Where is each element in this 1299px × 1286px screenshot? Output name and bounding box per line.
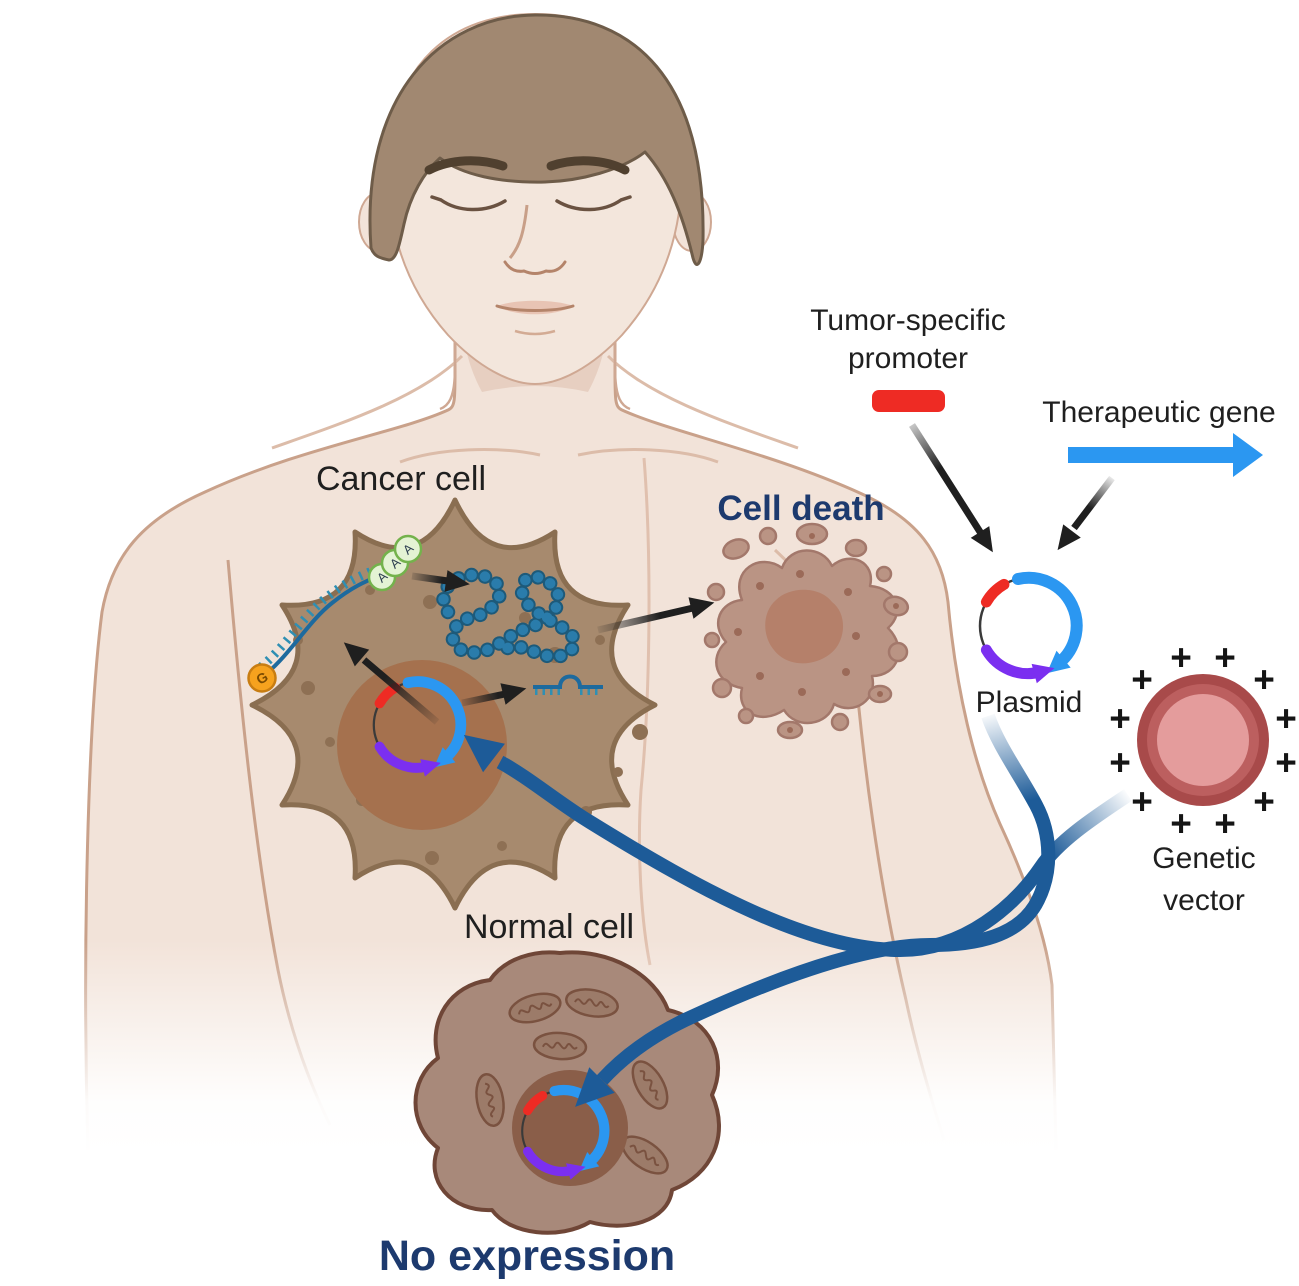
right-trapezius-line	[606, 354, 799, 450]
apoptotic-core	[765, 589, 844, 664]
translation-arrow	[411, 572, 449, 585]
gene-to-plasmid-arrow	[1071, 475, 1115, 531]
mouth-line	[495, 304, 575, 312]
plus-charge: +	[1275, 742, 1297, 783]
no-expression-label: No expression	[379, 1232, 675, 1280]
construct-panel	[872, 390, 1263, 683]
neck-contours	[439, 302, 631, 411]
right-eyebrow	[546, 156, 630, 175]
right-closed-eye	[555, 195, 632, 212]
transcription-arrow	[361, 657, 440, 725]
plus-charge: +	[1109, 698, 1131, 739]
pathway-arrows	[336, 570, 529, 725]
protein-icon	[436, 567, 582, 664]
plasmid-label: Plasmid	[976, 686, 1083, 719]
apoptotic-cell-icon	[703, 522, 910, 740]
mrna-strand	[264, 574, 380, 676]
genetic-vector-label-line2: vector	[1163, 884, 1245, 917]
plus-charge: +	[1170, 803, 1192, 844]
poly-a-tail-icon: A A A	[367, 534, 423, 592]
plus-charge: +	[1214, 637, 1236, 678]
vector-to-cancer-cell-arrow	[496, 755, 1132, 958]
plus-charge: +	[1109, 742, 1131, 783]
mrna-icon: G A A A	[247, 534, 423, 693]
apoptotic-dots	[734, 533, 899, 733]
hairpin-rna-icon	[533, 674, 603, 695]
promoter-label-line2: promoter	[848, 342, 968, 375]
promoter-to-plasmid-arrow	[909, 423, 985, 537]
plasmid-to-normal-cell-arrow	[596, 713, 1056, 1085]
cancer-cell-label: Cancer cell	[316, 460, 486, 498]
hair	[368, 13, 705, 266]
right-clavicle-line	[577, 448, 719, 464]
normal-cell-label: Normal cell	[464, 908, 634, 946]
gene-swatch-arrow-icon	[1068, 433, 1263, 477]
left-eyebrow	[424, 156, 508, 175]
plus-charge: +	[1131, 659, 1153, 700]
plus-charge: +	[1275, 698, 1297, 739]
left-closed-eye	[430, 195, 507, 212]
to-cell-death-arrow	[597, 604, 694, 634]
plus-charge: +	[1170, 637, 1192, 678]
therapeutic-gene-label: Therapeutic gene	[1042, 396, 1276, 429]
plasmid-icon	[980, 578, 1077, 683]
face-features	[424, 156, 632, 336]
nostrils	[503, 260, 567, 275]
promoter-swatch-icon	[872, 390, 945, 412]
left-clavicle-line	[399, 448, 541, 464]
lower-lip-crease	[514, 329, 556, 336]
plus-charge: +	[1253, 659, 1275, 700]
five-prime-cap-icon	[247, 663, 277, 693]
small-rna-arrow	[461, 690, 506, 707]
sternum-line	[637, 457, 652, 966]
genetic-vector-icon: + + + + + + + + + + + +	[1109, 637, 1297, 844]
genetic-vector-label-line1: Genetic	[1152, 842, 1255, 875]
plus-charge: +	[1214, 803, 1236, 844]
plus-charge: +	[1253, 781, 1275, 822]
nose-bridge-line	[508, 204, 529, 259]
torso-outline	[84, 302, 1058, 1151]
left-trapezius-line	[271, 354, 464, 450]
vector-charges: + + + + + + + + + + + +	[1109, 637, 1297, 844]
promoter-label-line1: Tumor-specific	[810, 304, 1006, 337]
cell-death-label: Cell death	[717, 489, 884, 528]
normal-cell-icon	[413, 950, 721, 1235]
plus-charge: +	[1131, 781, 1153, 822]
delivery-arrows	[452, 713, 1132, 1120]
